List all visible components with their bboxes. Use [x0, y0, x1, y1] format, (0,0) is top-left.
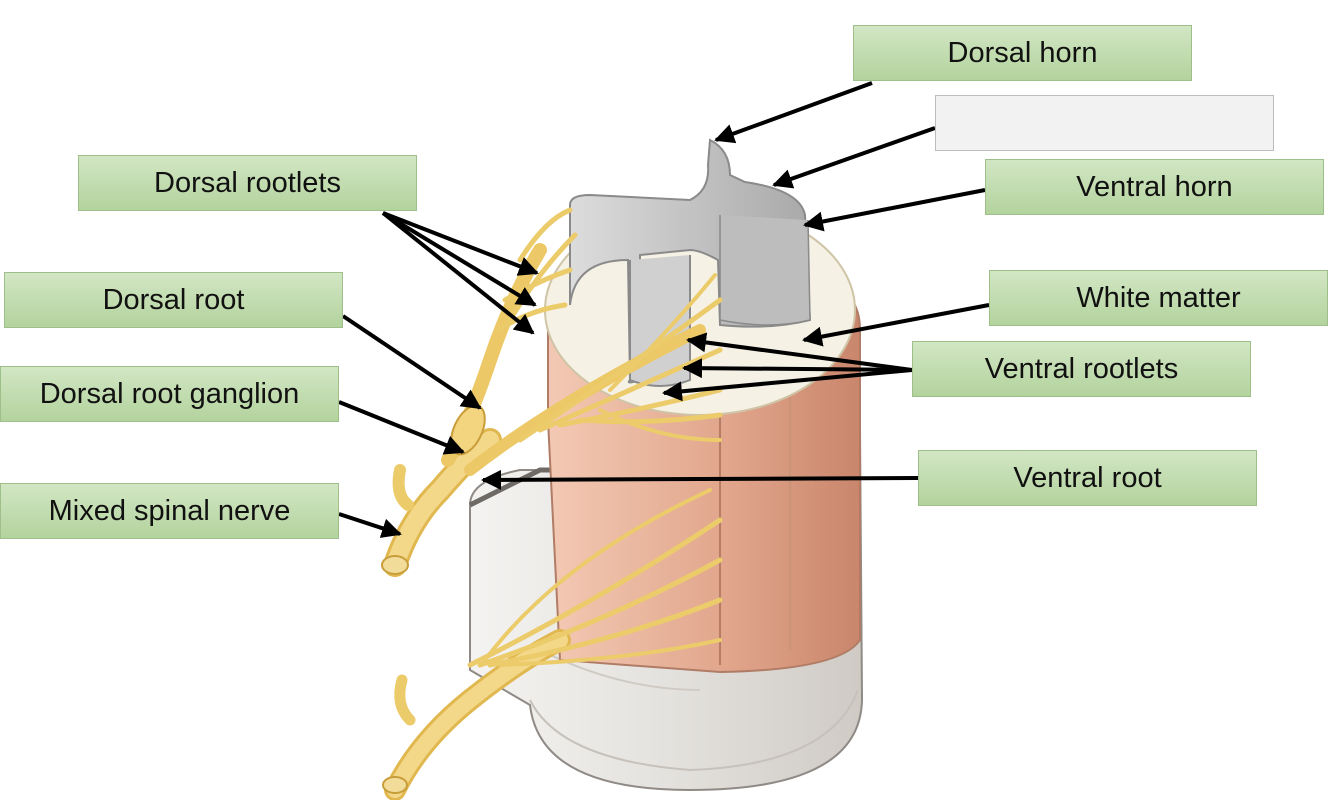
arrow-ventral-root	[481, 469, 919, 490]
arrow-dorsal-root	[341, 314, 482, 410]
label-white-matter: White matter	[989, 270, 1328, 326]
arrow-dorsal-root-ganglion	[338, 400, 465, 455]
arrow-dorsal-rootlets-3	[381, 211, 535, 335]
leader-arrows	[338, 81, 990, 538]
arrow-ventral-horn	[803, 188, 986, 232]
arrow-blank-label	[772, 126, 936, 189]
label-ventral-root: Ventral root	[918, 450, 1257, 506]
label-dorsal-root-ganglion: Dorsal root ganglion	[0, 366, 339, 422]
label-ventral-horn: Ventral horn	[985, 159, 1324, 215]
arrow-dorsal-horn	[714, 81, 873, 144]
arrow-ventral-rootlets-1	[686, 332, 913, 372]
label-ventral-rootlets: Ventral rootlets	[912, 341, 1251, 397]
label-dorsal-horn: Dorsal horn	[853, 25, 1192, 81]
arrow-mixed-spinal-nerve	[338, 512, 402, 538]
arrow-dorsal-rootlets-1	[382, 211, 539, 276]
label-blank	[935, 95, 1274, 151]
label-dorsal-rootlets: Dorsal rootlets	[78, 155, 417, 211]
arrow-ventral-rootlets-2	[682, 358, 913, 379]
label-mixed-spinal-nerve: Mixed spinal nerve	[0, 483, 339, 539]
gray-matter	[569, 138, 812, 387]
arrow-dorsal-rootlets-2	[381, 211, 537, 307]
arrow-white-matter	[802, 303, 990, 347]
label-dorsal-root: Dorsal root	[4, 272, 343, 328]
arrow-ventral-rootlets-3	[662, 368, 913, 402]
